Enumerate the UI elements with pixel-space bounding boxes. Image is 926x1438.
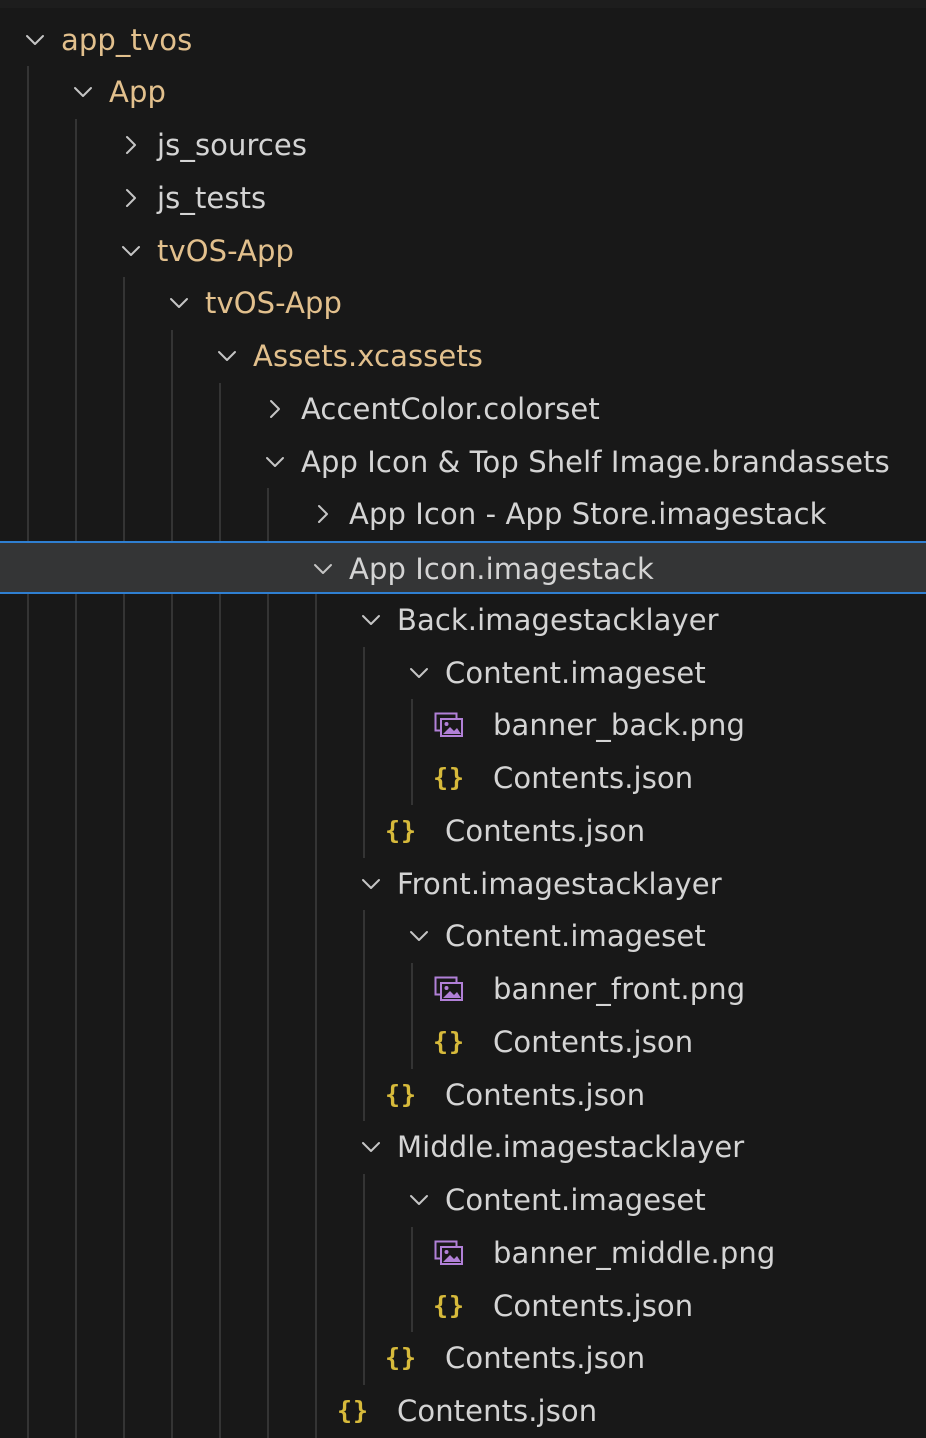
indent-guide	[411, 963, 413, 1069]
chevron-down-icon[interactable]	[406, 923, 432, 949]
chevron-down-icon[interactable]	[70, 79, 96, 105]
chevron-down-icon[interactable]	[118, 238, 144, 264]
tree-item-contents-json[interactable]: {} Contents.json	[0, 1280, 926, 1333]
explorer-top-edge	[0, 0, 926, 8]
indent-guide	[363, 910, 365, 1122]
tree-item-label: Middle.imagestacklayer	[397, 1130, 745, 1165]
tree-item-banner-middle-png[interactable]: banner_middle.png	[0, 1227, 926, 1280]
tree-item-banner-front-png[interactable]: banner_front.png	[0, 963, 926, 1016]
tree-item-back-imagestacklayer[interactable]: Back.imagestacklayer	[0, 594, 926, 647]
chevron-down-icon[interactable]	[358, 607, 384, 633]
indent-guide	[363, 646, 365, 858]
tree-item-middle-imagestacklayer[interactable]: Middle.imagestacklayer	[0, 1121, 926, 1174]
tree-item-label: js_sources	[157, 128, 308, 162]
tree-item-label: App Icon & Top Shelf Image.brandassets	[301, 444, 890, 479]
tree-item-content-imageset[interactable]: Content.imageset	[0, 1174, 926, 1227]
json-braces-icon: {}	[336, 1396, 370, 1425]
image-file-icon	[432, 1238, 466, 1268]
chevron-down-icon[interactable]	[166, 290, 192, 316]
tree-item-label: Contents.json	[493, 761, 694, 795]
chevron-down-icon[interactable]	[214, 343, 240, 369]
tree-item-label: tvOS-App	[205, 286, 343, 321]
indent-guide	[27, 66, 29, 1438]
chevron-right-icon[interactable]	[118, 185, 144, 211]
indent-guide	[411, 699, 413, 805]
tree-item-label: Contents.json	[397, 1394, 598, 1428]
tree-item-tvos-app[interactable]: tvOS-App	[0, 277, 926, 330]
tree-item-app-icon-imagestack[interactable]: App Icon.imagestack	[0, 541, 926, 594]
chevron-right-icon[interactable]	[118, 132, 144, 158]
chevron-down-icon[interactable]	[406, 660, 432, 686]
indent-guide	[411, 1226, 413, 1333]
image-file-icon	[432, 974, 466, 1004]
tree-item-contents-json[interactable]: {} Contents.json	[0, 1016, 926, 1069]
tree-item-label: Front.imagestacklayer	[397, 866, 722, 901]
tree-item-label: app_tvos	[61, 22, 193, 57]
indent-guide	[75, 119, 77, 1438]
tree-item-tvos-app[interactable]: tvOS-App	[0, 225, 926, 278]
tree-item-label: App Icon.imagestack	[349, 552, 654, 586]
chevron-down-icon[interactable]	[358, 871, 384, 897]
tree-item-accentcolor-colorset[interactable]: AccentColor.colorset	[0, 383, 926, 436]
chevron-down-icon[interactable]	[310, 556, 336, 582]
tree-item-app-icon-app-store-imagestack[interactable]: App Icon - App Store.imagestack	[0, 488, 926, 541]
chevron-down-icon[interactable]	[262, 449, 288, 475]
tree-item-js-sources[interactable]: js_sources	[0, 119, 926, 172]
json-braces-icon: {}	[384, 815, 418, 845]
tree-item-label: App Icon - App Store.imagestack	[349, 497, 827, 532]
tree-item-label: Contents.json	[445, 813, 646, 848]
tree-item-js-tests[interactable]: js_tests	[0, 172, 926, 225]
json-braces-icon: {}	[432, 1290, 466, 1320]
tree-item-label: tvOS-App	[157, 233, 295, 268]
tree-item-front-imagestacklayer[interactable]: Front.imagestacklayer	[0, 858, 926, 911]
tree-item-contents-json[interactable]: {} Contents.json	[0, 1069, 926, 1122]
tree-item-label: js_tests	[157, 180, 267, 215]
tree-item-app-icon-top-shelf-image-brandassets[interactable]: App Icon & Top Shelf Image.brandassets	[0, 436, 926, 489]
image-file-icon	[432, 710, 466, 740]
json-braces-icon: {}	[432, 1026, 466, 1056]
tree-item-content-imageset[interactable]: Content.imageset	[0, 647, 926, 700]
indent-guide	[363, 1174, 365, 1385]
tree-item-content-imageset[interactable]: Content.imageset	[0, 910, 926, 963]
tree-item-assets-xcassets[interactable]: Assets.xcassets	[0, 330, 926, 383]
tree-item-banner-back-png[interactable]: banner_back.png	[0, 699, 926, 752]
tree-item-contents-json[interactable]: {} Contents.json	[0, 1332, 926, 1385]
tree-item-label: banner_back.png	[493, 708, 746, 743]
tree-item-label: Content.imageset	[445, 919, 706, 954]
tree-item-contents-json[interactable]: {} Contents.json	[0, 752, 926, 805]
tree-item-app-tvos[interactable]: app_tvos	[0, 14, 926, 67]
json-braces-icon: {}	[384, 1343, 418, 1373]
tree-item-contents-json[interactable]: {} Contents.json	[0, 1385, 926, 1438]
indent-guide	[267, 488, 269, 1438]
tree-item-label: Contents.json	[445, 1077, 646, 1112]
tree-item-label: Contents.json	[493, 1288, 694, 1323]
tree-item-label: banner_front.png	[493, 972, 746, 1006]
indent-guide	[219, 382, 221, 1438]
tree-item-app[interactable]: App	[0, 66, 926, 119]
tree-item-contents-json[interactable]: {} Contents.json	[0, 805, 926, 858]
tree-item-label: AccentColor.colorset	[301, 391, 600, 426]
tree-item-label: Contents.json	[445, 1341, 646, 1376]
chevron-down-icon[interactable]	[22, 27, 48, 53]
tree-item-label: Content.imageset	[445, 1183, 706, 1217]
indent-guide	[171, 330, 173, 1438]
chevron-right-icon[interactable]	[262, 396, 288, 422]
tree-item-label: Back.imagestacklayer	[397, 602, 719, 637]
indent-guide	[123, 277, 125, 1438]
tree-item-label: Assets.xcassets	[253, 339, 484, 373]
indent-guide	[315, 593, 317, 1438]
json-braces-icon: {}	[432, 763, 466, 792]
chevron-down-icon[interactable]	[358, 1134, 384, 1160]
tree-item-label: banner_middle.png	[493, 1235, 776, 1270]
chevron-right-icon[interactable]	[310, 501, 336, 527]
tree-item-label: Content.imageset	[445, 655, 706, 690]
json-braces-icon: {}	[384, 1079, 418, 1109]
tree-item-label: Contents.json	[493, 1024, 694, 1059]
tree-item-label: App	[109, 75, 166, 110]
chevron-down-icon[interactable]	[406, 1187, 432, 1213]
